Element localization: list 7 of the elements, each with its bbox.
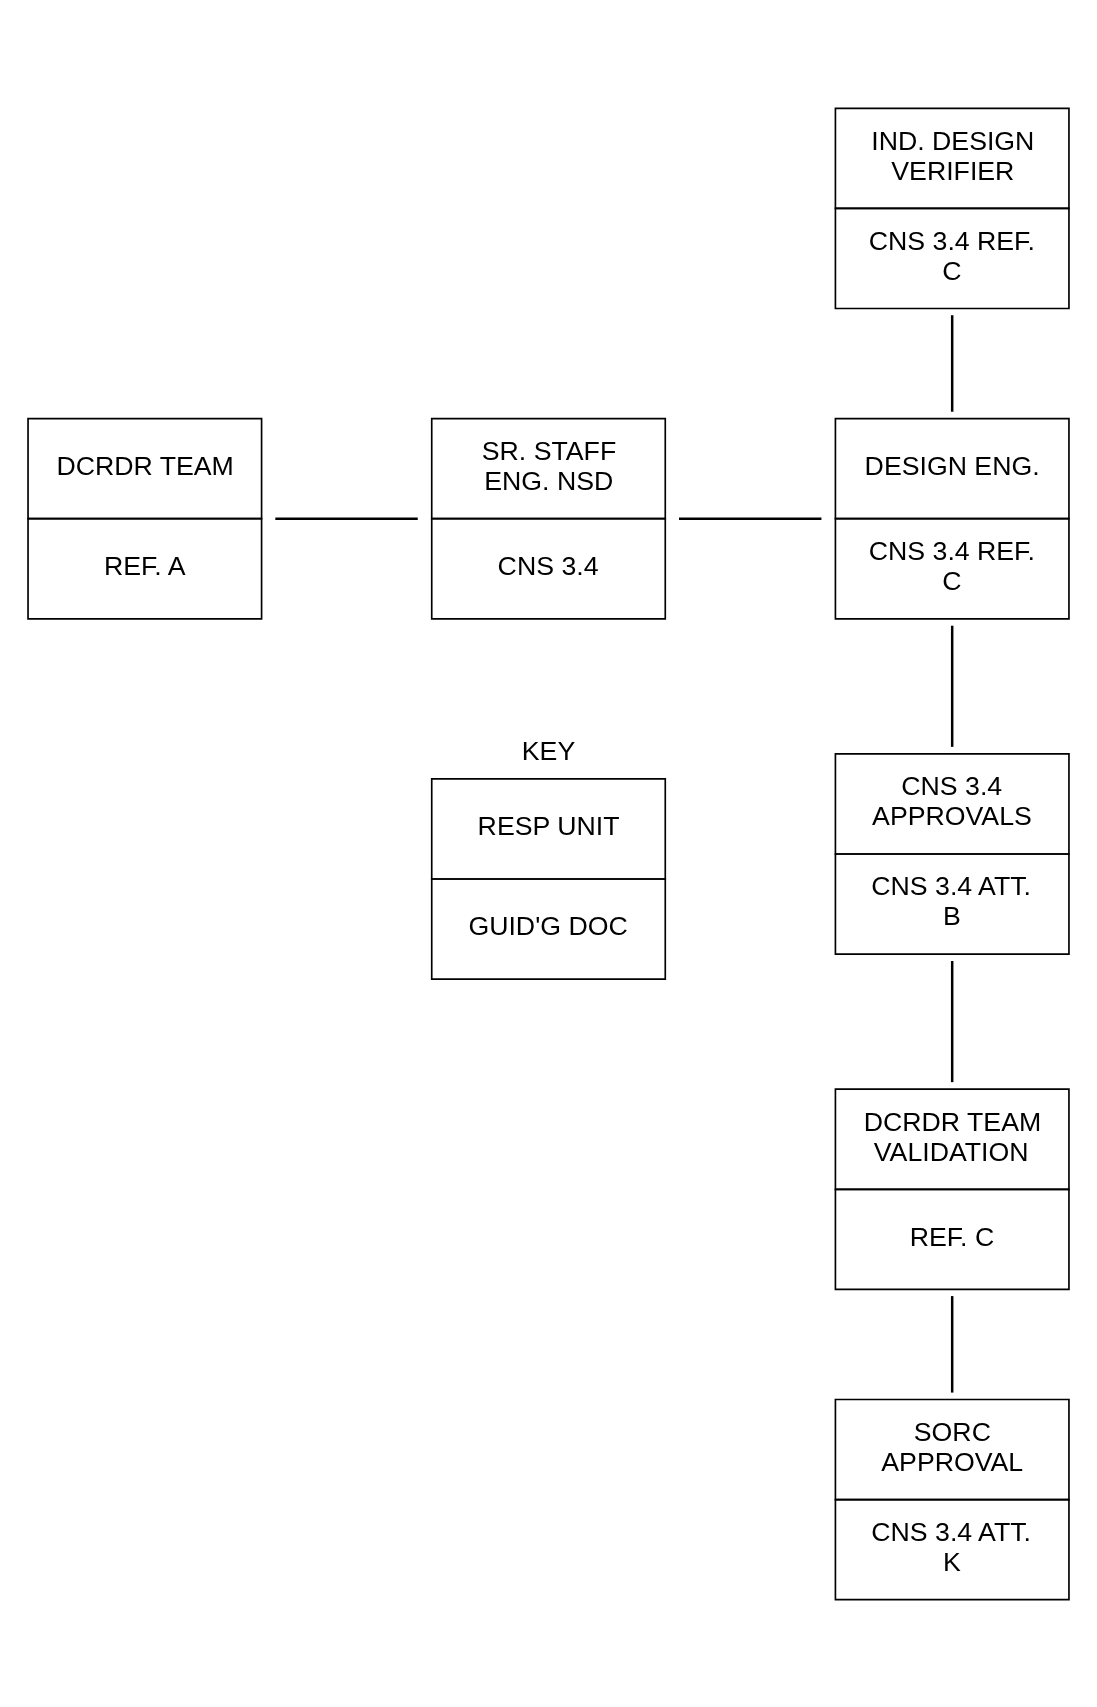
connector bbox=[950, 960, 954, 1082]
connector bbox=[950, 1295, 954, 1393]
connector bbox=[679, 516, 822, 520]
connector bbox=[275, 516, 418, 520]
connector bbox=[950, 625, 954, 747]
connector bbox=[950, 314, 954, 412]
node-label: KEY bbox=[521, 735, 576, 766]
